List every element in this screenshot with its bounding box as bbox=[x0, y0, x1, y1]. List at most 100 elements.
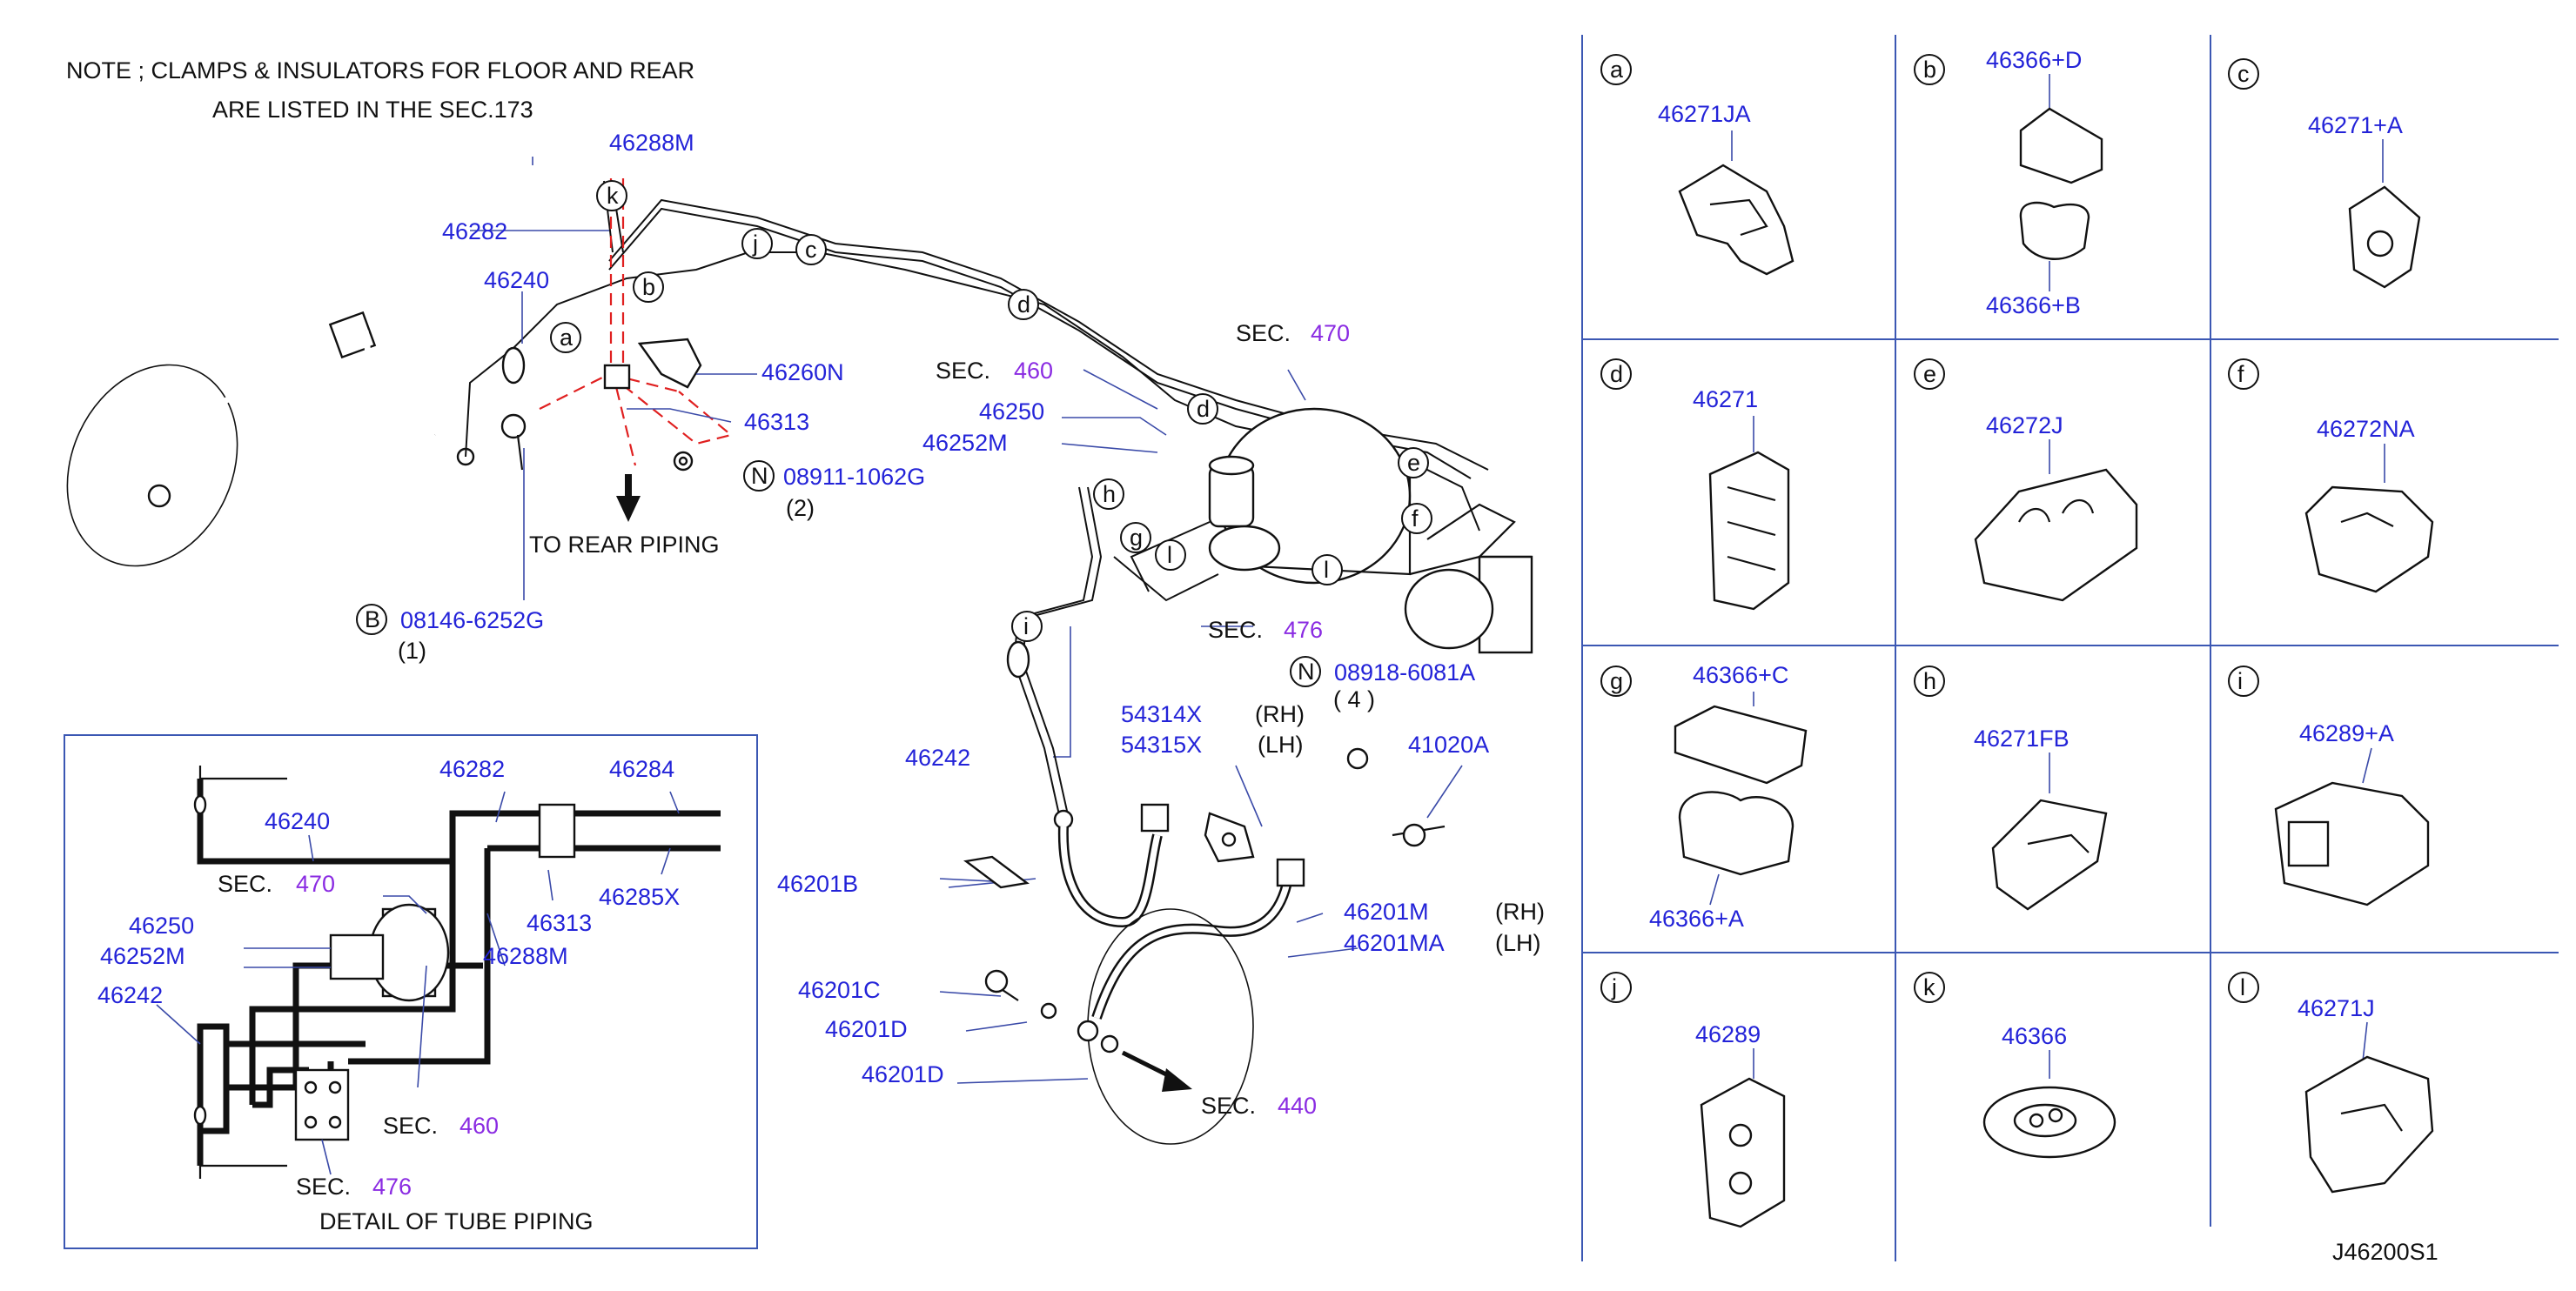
label-46240: 46240 bbox=[484, 267, 549, 293]
clip-46201B bbox=[963, 855, 1030, 889]
detail-title: DETAIL OF TUBE PIPING bbox=[319, 1208, 594, 1234]
grommet-46366D-icon bbox=[2019, 107, 2103, 184]
label-46201B: 46201B bbox=[777, 871, 858, 897]
svg-text:f: f bbox=[1412, 505, 1419, 532]
label-46201MA: 46201MA bbox=[1344, 930, 1445, 956]
cell-b-part-2: 46366+B bbox=[1986, 292, 2081, 318]
label-sec440-prefix: SEC. bbox=[1201, 1093, 1256, 1119]
detail-label-46250: 46250 bbox=[129, 913, 194, 939]
label-54314X: 54314X bbox=[1121, 701, 1202, 727]
callout-e-main: e bbox=[1398, 447, 1429, 478]
label-lh-2: (LH) bbox=[1495, 930, 1541, 956]
cell-f: f 46272NA bbox=[2228, 358, 2434, 593]
callout-f-main: f bbox=[1401, 503, 1432, 534]
parts-grid: a 46271JA b 46366+D 46366+B c 46271+A d bbox=[1581, 35, 2559, 1261]
callout-d2-main: d bbox=[1187, 393, 1218, 425]
cell-d-part-1: 46271 bbox=[1693, 386, 1758, 412]
label-08911-qty: (2) bbox=[786, 495, 815, 521]
callout-i-main: i bbox=[1011, 611, 1043, 642]
callout-g-main: g bbox=[1120, 522, 1151, 553]
cell-h-part-1: 46271FB bbox=[1974, 726, 2070, 752]
svg-text:d: d bbox=[1017, 291, 1030, 318]
label-08911-1062G: 08911-1062G bbox=[783, 464, 925, 490]
note-line-2: ARE LISTED IN THE SEC.173 bbox=[212, 97, 533, 123]
clip-46271FB-icon bbox=[1991, 799, 2108, 911]
label-46242: 46242 bbox=[905, 745, 970, 771]
detail-label-46242: 46242 bbox=[97, 982, 163, 1008]
clip-46271J-icon bbox=[2304, 1055, 2434, 1194]
label-08146-6252G: 08146-6252G bbox=[400, 607, 544, 633]
detail-label-sec470-num: 470 bbox=[296, 871, 335, 897]
cell-e: e 46272J bbox=[1914, 358, 2138, 602]
cell-b: b 46366+D 46366+B bbox=[1914, 47, 2103, 318]
cell-e-part-1: 46272J bbox=[1986, 412, 2063, 438]
callout-N1: N bbox=[743, 460, 775, 492]
label-41020A: 41020A bbox=[1408, 732, 1489, 758]
callout-c: c bbox=[795, 234, 827, 265]
hose-end-eye bbox=[147, 484, 171, 508]
label-08918-6081A: 08918-6081A bbox=[1334, 659, 1475, 686]
bracket-46260N bbox=[637, 338, 702, 389]
label-46260N: 46260N bbox=[761, 359, 844, 385]
detail-leaders bbox=[156, 791, 680, 1175]
label-08146-qty: (1) bbox=[398, 638, 426, 664]
cell-b-part-1: 46366+D bbox=[1986, 47, 2082, 73]
cell-a: a 46271JA bbox=[1600, 54, 1794, 276]
callout-N2: N bbox=[1290, 656, 1321, 687]
label-sec460-prefix: SEC. bbox=[936, 358, 990, 384]
detail-label-46288M: 46288M bbox=[483, 943, 568, 969]
detail-label-sec460-num: 460 bbox=[460, 1113, 499, 1139]
cell-g-part-1: 46366+C bbox=[1693, 662, 1788, 688]
cell-g-part-2: 46366+A bbox=[1649, 906, 1744, 932]
clip-parts bbox=[500, 338, 702, 522]
clip-46289-icon bbox=[1700, 1077, 1786, 1228]
svg-text:c: c bbox=[2237, 61, 2250, 87]
label-sec476-prefix: SEC. bbox=[1208, 617, 1263, 643]
note-line-1: NOTE ; CLAMPS & INSULATORS FOR FLOOR AND… bbox=[66, 57, 694, 84]
label-46201D-2: 46201D bbox=[862, 1061, 944, 1087]
clip-46289A-icon bbox=[2274, 781, 2430, 906]
svg-text:g: g bbox=[1130, 525, 1143, 551]
cell-j: j 46289 bbox=[1600, 972, 1786, 1228]
label-sec476-num: 476 bbox=[1284, 617, 1323, 643]
svg-text:e: e bbox=[1407, 450, 1420, 476]
detail-label-sec476-prefix: SEC. bbox=[296, 1174, 351, 1200]
callout-a: a bbox=[550, 322, 581, 353]
callout-j: j bbox=[741, 228, 773, 259]
detail-label-46284: 46284 bbox=[609, 756, 674, 782]
grommet-46366B-icon bbox=[2019, 201, 2090, 260]
svg-text:d: d bbox=[1197, 396, 1210, 422]
cell-l: l 46271J bbox=[2228, 972, 2434, 1194]
clip-46272NA-icon bbox=[2304, 485, 2434, 593]
detail-label-46252M: 46252M bbox=[100, 943, 185, 969]
label-46201M: 46201M bbox=[1344, 899, 1429, 925]
svg-text:g: g bbox=[1610, 668, 1623, 694]
clip-46272J-icon bbox=[1974, 468, 2138, 602]
label-46201C: 46201C bbox=[798, 977, 881, 1003]
cell-d: d 46271 bbox=[1600, 358, 1790, 611]
detail-of-tube-piping: 46282 46284 46240 SEC. 470 46313 46285X … bbox=[64, 734, 758, 1249]
cell-i-part-1: 46289+A bbox=[2299, 720, 2394, 746]
label-54315X: 54315X bbox=[1121, 732, 1202, 758]
cell-i: i 46289+A bbox=[2228, 666, 2430, 906]
clip-46313 bbox=[603, 364, 631, 390]
note: NOTE ; CLAMPS & INSULATORS FOR FLOOR AND… bbox=[66, 57, 694, 123]
svg-text:a: a bbox=[560, 324, 574, 351]
label-sec470-num: 470 bbox=[1311, 320, 1350, 346]
svg-text:e: e bbox=[1923, 361, 1936, 387]
main-labels: 46288M 46282 46240 46260N 46313 08911-10… bbox=[398, 130, 1545, 1119]
callout-k: k bbox=[596, 180, 627, 211]
guide-lines bbox=[539, 178, 734, 466]
label-46250: 46250 bbox=[979, 398, 1044, 425]
callout-h-main: h bbox=[1093, 478, 1124, 510]
grommet-46366A-icon bbox=[1678, 791, 1794, 876]
wheel-ellipse-left bbox=[66, 364, 238, 567]
brake-booster-assembly bbox=[1113, 407, 1533, 654]
label-sec460-num: 460 bbox=[1014, 358, 1053, 384]
label-rh-2: (RH) bbox=[1495, 899, 1545, 925]
label-46288M: 46288M bbox=[609, 130, 694, 156]
svg-text:c: c bbox=[805, 237, 817, 263]
label-to-rear-piping: TO REAR PIPING bbox=[529, 532, 720, 558]
svg-text:f: f bbox=[2237, 361, 2244, 387]
detail-label-sec476-num: 476 bbox=[372, 1174, 412, 1200]
